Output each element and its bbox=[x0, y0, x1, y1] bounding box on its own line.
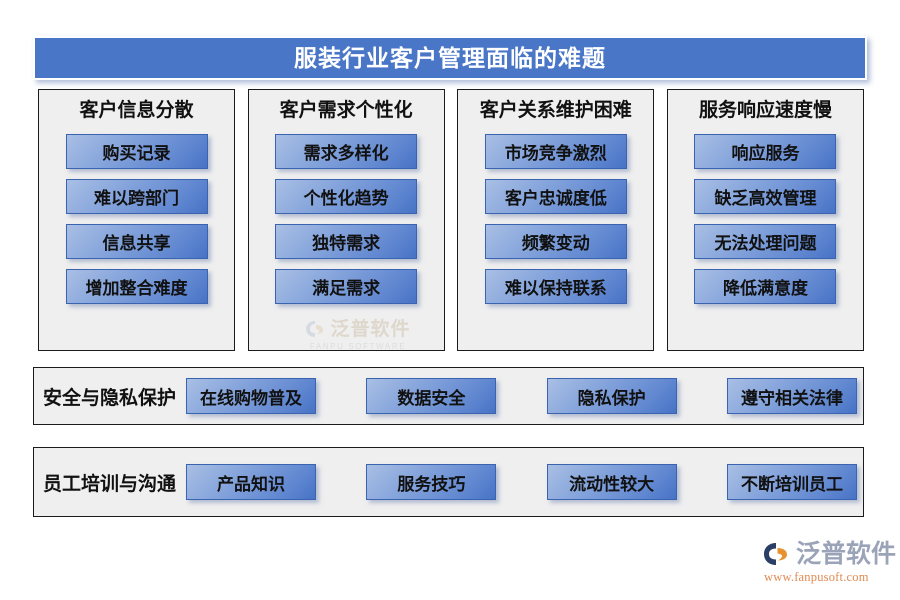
column-title-2: 客户需求个性化 bbox=[279, 100, 413, 121]
chip-item[interactable]: 在线购物普及 bbox=[186, 378, 317, 414]
logo-text-zh: 泛普软件 bbox=[796, 540, 897, 568]
row-items-training: 产品知识 服务技巧 流动性较大 不断培训员工 bbox=[186, 464, 863, 500]
logo-main: 泛普软件 bbox=[762, 541, 896, 567]
chip-item[interactable]: 降低满意度 bbox=[694, 268, 837, 304]
chip-item[interactable]: 个性化趋势 bbox=[275, 178, 418, 214]
chip-item[interactable]: 服务技巧 bbox=[366, 464, 497, 500]
column-items-2: 需求多样化 个性化趋势 独特需求 满足需求 bbox=[249, 133, 444, 304]
chip-item[interactable]: 隐私保护 bbox=[546, 378, 677, 414]
chip-item[interactable]: 难以保持联系 bbox=[484, 268, 627, 304]
chip-item[interactable]: 需求多样化 bbox=[275, 133, 418, 169]
column-panel-4: 服务响应速度慢 响应服务 缺乏高效管理 无法处理问题 降低满意度 bbox=[666, 89, 864, 351]
row-items-security: 在线购物普及 数据安全 隐私保护 遵守相关法律 bbox=[186, 378, 863, 414]
column-panel-1: 客户信息分散 购买记录 难以跨部门 信息共享 增加整合难度 bbox=[38, 89, 235, 351]
row-panel-training: 员工培训与沟通 产品知识 服务技巧 流动性较大 不断培训员工 bbox=[33, 447, 864, 517]
chip-item[interactable]: 难以跨部门 bbox=[65, 178, 208, 214]
column-items-4: 响应服务 缺乏高效管理 无法处理问题 降低满意度 bbox=[668, 133, 863, 304]
column-title-3: 客户关系维护困难 bbox=[479, 100, 632, 121]
column-panel-3: 客户关系维护困难 市场竞争激烈 客户忠诚度低 频繁变动 难以保持联系 bbox=[457, 89, 655, 351]
chip-item[interactable]: 增加整合难度 bbox=[65, 268, 208, 304]
row-label-training: 员工培训与沟通 bbox=[43, 473, 177, 495]
chip-item[interactable]: 市场竞争激烈 bbox=[484, 133, 627, 169]
row-label-security: 安全与隐私保护 bbox=[43, 387, 177, 409]
column-title-1: 客户信息分散 bbox=[79, 100, 194, 121]
logo-url: www.fanpusoft.com bbox=[764, 570, 869, 584]
row-panel-security: 安全与隐私保护 在线购物普及 数据安全 隐私保护 遵守相关法律 bbox=[33, 367, 864, 425]
column-title-4: 服务响应速度慢 bbox=[698, 100, 832, 121]
page-title: 服装行业客户管理面临的难题 bbox=[294, 45, 606, 71]
fanpu-logo-mark-icon bbox=[764, 543, 787, 565]
corner-logo: 泛普软件 www.fanpusoft.com bbox=[762, 541, 896, 585]
chip-item[interactable]: 频繁变动 bbox=[484, 223, 627, 259]
column-items-1: 购买记录 难以跨部门 信息共享 增加整合难度 bbox=[39, 133, 234, 304]
chip-item[interactable]: 流动性较大 bbox=[546, 464, 677, 500]
chip-item[interactable]: 缺乏高效管理 bbox=[694, 178, 837, 214]
chip-item[interactable]: 遵守相关法律 bbox=[727, 378, 857, 414]
chip-item[interactable]: 数据安全 bbox=[366, 378, 497, 414]
diagram-title-banner: 服装行业客户管理面临的难题 bbox=[33, 36, 867, 80]
column-items-3: 市场竞争激烈 客户忠诚度低 频繁变动 难以保持联系 bbox=[458, 133, 653, 304]
chip-item[interactable]: 客户忠诚度低 bbox=[484, 178, 627, 214]
chip-item[interactable]: 不断培训员工 bbox=[727, 464, 857, 500]
chip-item[interactable]: 信息共享 bbox=[65, 223, 208, 259]
chip-item[interactable]: 购买记录 bbox=[65, 133, 208, 169]
chip-item[interactable]: 满足需求 bbox=[275, 268, 418, 304]
column-panel-2: 客户需求个性化 需求多样化 个性化趋势 独特需求 满足需求 bbox=[247, 89, 445, 351]
chip-item[interactable]: 产品知识 bbox=[186, 464, 317, 500]
chip-item[interactable]: 独特需求 bbox=[275, 223, 418, 259]
column-group: 客户信息分散 购买记录 难以跨部门 信息共享 增加整合难度 客户需求个性化 需求… bbox=[38, 89, 864, 351]
chip-item[interactable]: 无法处理问题 bbox=[694, 223, 837, 259]
chip-item[interactable]: 响应服务 bbox=[694, 133, 837, 169]
